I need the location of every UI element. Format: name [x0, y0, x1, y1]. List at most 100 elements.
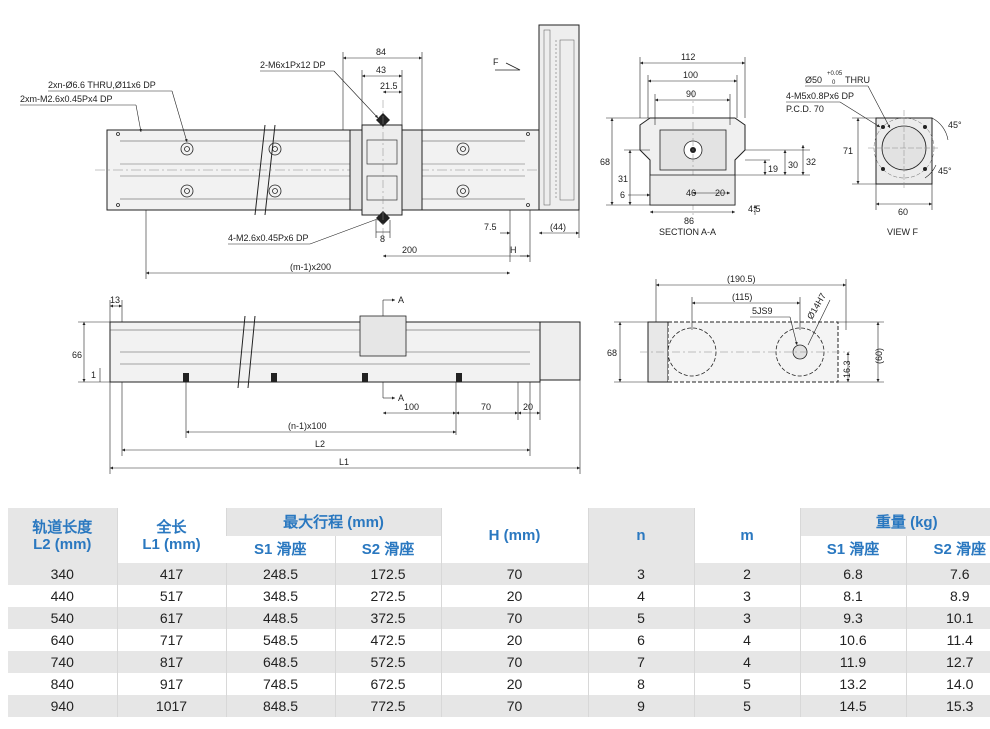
angle-45-bottom: 45° — [938, 166, 952, 176]
dim-84: 84 — [376, 47, 386, 57]
cell-stroke-s2: 472.5 — [334, 629, 441, 651]
cell-total-length: 717 — [116, 629, 226, 651]
cell-total-length: 817 — [116, 651, 226, 673]
dim-43: 43 — [376, 65, 386, 75]
cell-h: 20 — [440, 629, 588, 651]
cell-weight-s2: 12.7 — [905, 651, 990, 673]
note-m5-holes: 4-M5x0.8Px6 DP — [786, 91, 854, 101]
dim-44: (44) — [550, 222, 566, 232]
note-tapped-holes: 2xm-M2.6x0.45Px4 DP — [20, 94, 113, 104]
cell-h: 70 — [440, 563, 588, 585]
note-m6-holes: 2-M6x1Px12 DP — [260, 60, 326, 70]
cell-h: 70 — [440, 695, 588, 717]
note-keyway: 5JS9 — [752, 306, 773, 316]
dim-6: 6 — [620, 190, 625, 200]
carriage — [349, 100, 423, 240]
cell-n: 3 — [587, 563, 694, 585]
cell-rail-length: 340 — [8, 563, 117, 585]
cell-weight-s1: 6.8 — [799, 563, 906, 585]
dim-4-5: 4.5 — [748, 204, 761, 214]
dim-190-5: (190.5) — [727, 274, 756, 284]
cell-stroke-s2: 372.5 — [334, 607, 441, 629]
technical-drawing: 2xn-Ø6.6 THRU,Ø11x6 DP 2xm-M2.6x0.45Px4 … — [20, 24, 962, 474]
cell-rail-length: 740 — [8, 651, 117, 673]
dim-21-5: 21.5 — [380, 81, 398, 91]
note-bore: Ø50 — [805, 75, 822, 85]
cell-n: 8 — [587, 673, 694, 695]
dim-1-front: 1 — [91, 370, 96, 380]
front-view-dimensions — [78, 298, 581, 474]
dim-70-front: 70 — [481, 402, 491, 412]
dim-60-view: 60 — [898, 207, 908, 217]
dim-100-front: 100 — [404, 402, 419, 412]
section-caption: SECTION A-A — [659, 227, 716, 237]
cell-stroke-s2: 672.5 — [334, 673, 441, 695]
cell-total-length: 1017 — [116, 695, 226, 717]
cell-n: 7 — [587, 651, 694, 673]
cell-stroke-s2: 572.5 — [334, 651, 441, 673]
side-view-dimensions — [614, 279, 884, 383]
cell-stroke-s2: 272.5 — [334, 585, 441, 607]
dim-100: 100 — [683, 70, 698, 80]
header-weight-s1: S1 滑座 — [799, 536, 906, 563]
cell-weight-s2: 11.4 — [905, 629, 990, 651]
header-total-length-unit: L1 (mm) — [142, 535, 201, 553]
dim-n-minus-1: (n-1)x100 — [288, 421, 327, 431]
header-stroke-s2: S2 滑座 — [334, 536, 441, 563]
cell-n: 9 — [587, 695, 694, 717]
header-n: n — [587, 508, 694, 563]
header-rail-length-unit: L2 (mm) — [33, 535, 92, 553]
cell-h: 70 — [440, 651, 588, 673]
dim-L2: L2 — [315, 439, 325, 449]
cell-total-length: 917 — [116, 673, 226, 695]
header-h: H (mm) — [440, 508, 588, 563]
note-tolerance-upper: +0.05 — [827, 71, 843, 77]
header-rail-length: 轨道长度 L2 (mm) — [8, 508, 117, 563]
section-dimensions — [606, 57, 810, 215]
dim-60-side: (60) — [874, 348, 884, 364]
section-a-a — [639, 90, 746, 220]
cell-weight-s1: 11.9 — [799, 651, 906, 673]
angle-45-top: 45° — [948, 120, 962, 130]
view-arrow-F: F — [493, 57, 499, 67]
side-view — [640, 321, 850, 383]
cell-m: 5 — [693, 695, 800, 717]
dim-20-front: 20 — [523, 402, 533, 412]
dim-112: 112 — [681, 52, 695, 62]
header-m: m — [693, 508, 800, 563]
cell-m: 5 — [693, 673, 800, 695]
note-pcd: P.C.D. 70 — [786, 104, 824, 114]
note-thru-holes: 2xn-Ø6.6 THRU,Ø11x6 DP — [48, 80, 156, 90]
dim-30: 30 — [788, 160, 798, 170]
view-f — [868, 110, 940, 190]
dim-71: 71 — [843, 146, 853, 156]
dim-L1: L1 — [339, 457, 349, 467]
dim-46: 46 — [686, 188, 696, 198]
cell-weight-s2: 15.3 — [905, 695, 990, 717]
cell-stroke-s1: 448.5 — [225, 607, 335, 629]
cell-stroke-s1: 548.5 — [225, 629, 335, 651]
cell-m: 4 — [693, 651, 800, 673]
spec-table: 轨道长度 L2 (mm) 全长 L1 (mm) 最大行程 (mm) H (mm)… — [8, 508, 990, 717]
view-f-caption: VIEW F — [887, 227, 919, 237]
dim-20: 20 — [715, 188, 725, 198]
cell-weight-s2: 8.9 — [905, 585, 990, 607]
cell-stroke-s1: 648.5 — [225, 651, 335, 673]
cell-weight-s2: 14.0 — [905, 673, 990, 695]
dim-86: 86 — [684, 216, 694, 226]
header-weight-s2: S2 滑座 — [905, 536, 990, 563]
cell-m: 3 — [693, 585, 800, 607]
dim-16-3: 16.3 — [842, 360, 852, 378]
cell-stroke-s1: 748.5 — [225, 673, 335, 695]
dim-m-minus-1: (m-1)x200 — [290, 262, 331, 272]
cell-n: 6 — [587, 629, 694, 651]
cell-weight-s1: 10.6 — [799, 629, 906, 651]
cell-stroke-s2: 772.5 — [334, 695, 441, 717]
